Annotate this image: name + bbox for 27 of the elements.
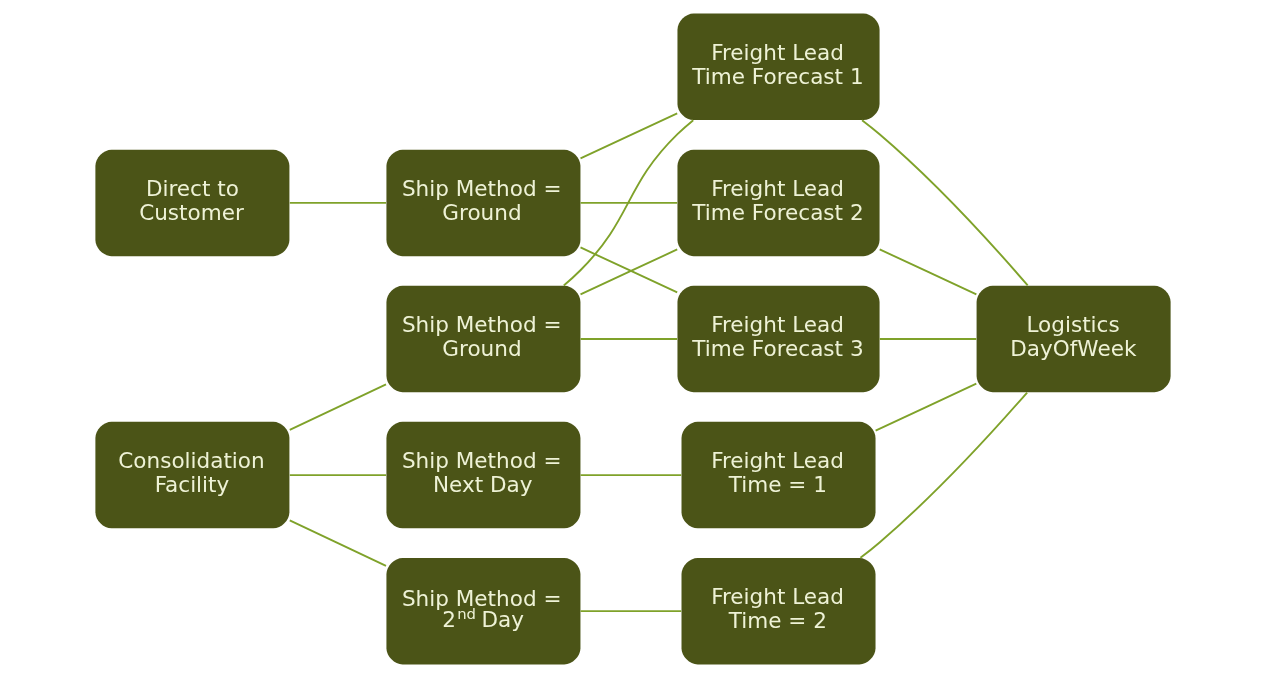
connector: [878, 338, 978, 340]
node-box: Ship Method = Ground: [386, 149, 581, 257]
connector: [288, 383, 387, 431]
connector: [579, 610, 683, 613]
node-box: Direct to Customer: [95, 149, 290, 257]
connector: [579, 474, 683, 477]
connector: [579, 201, 679, 204]
connector: [579, 112, 679, 160]
node-box: Consolidation Facility: [95, 421, 290, 529]
connector: [861, 119, 1029, 287]
node-box: Freight Lead Time Forecast 1: [677, 13, 880, 121]
connector: [288, 201, 387, 204]
connector: [288, 519, 387, 567]
connector: [562, 119, 695, 287]
node-box: Freight Lead Time = 1: [681, 421, 876, 529]
connector: [288, 474, 387, 477]
node-box: Freight Lead Time Forecast 3: [677, 285, 880, 393]
connector: [579, 338, 679, 340]
connector: [859, 391, 1029, 559]
node-box: Freight Lead Time Forecast 2: [677, 149, 880, 257]
connector: [874, 382, 978, 432]
node-box: Logistics DayOfWeek: [976, 285, 1171, 393]
node-box: Freight Lead Time = 2: [681, 557, 876, 665]
node-box: Ship Method = 2$^{nd}$ Day: [386, 557, 581, 665]
node-box: Ship Method = Ground: [386, 285, 581, 393]
connector: [878, 248, 978, 296]
node-box: Ship Method = Next Day: [386, 421, 581, 529]
